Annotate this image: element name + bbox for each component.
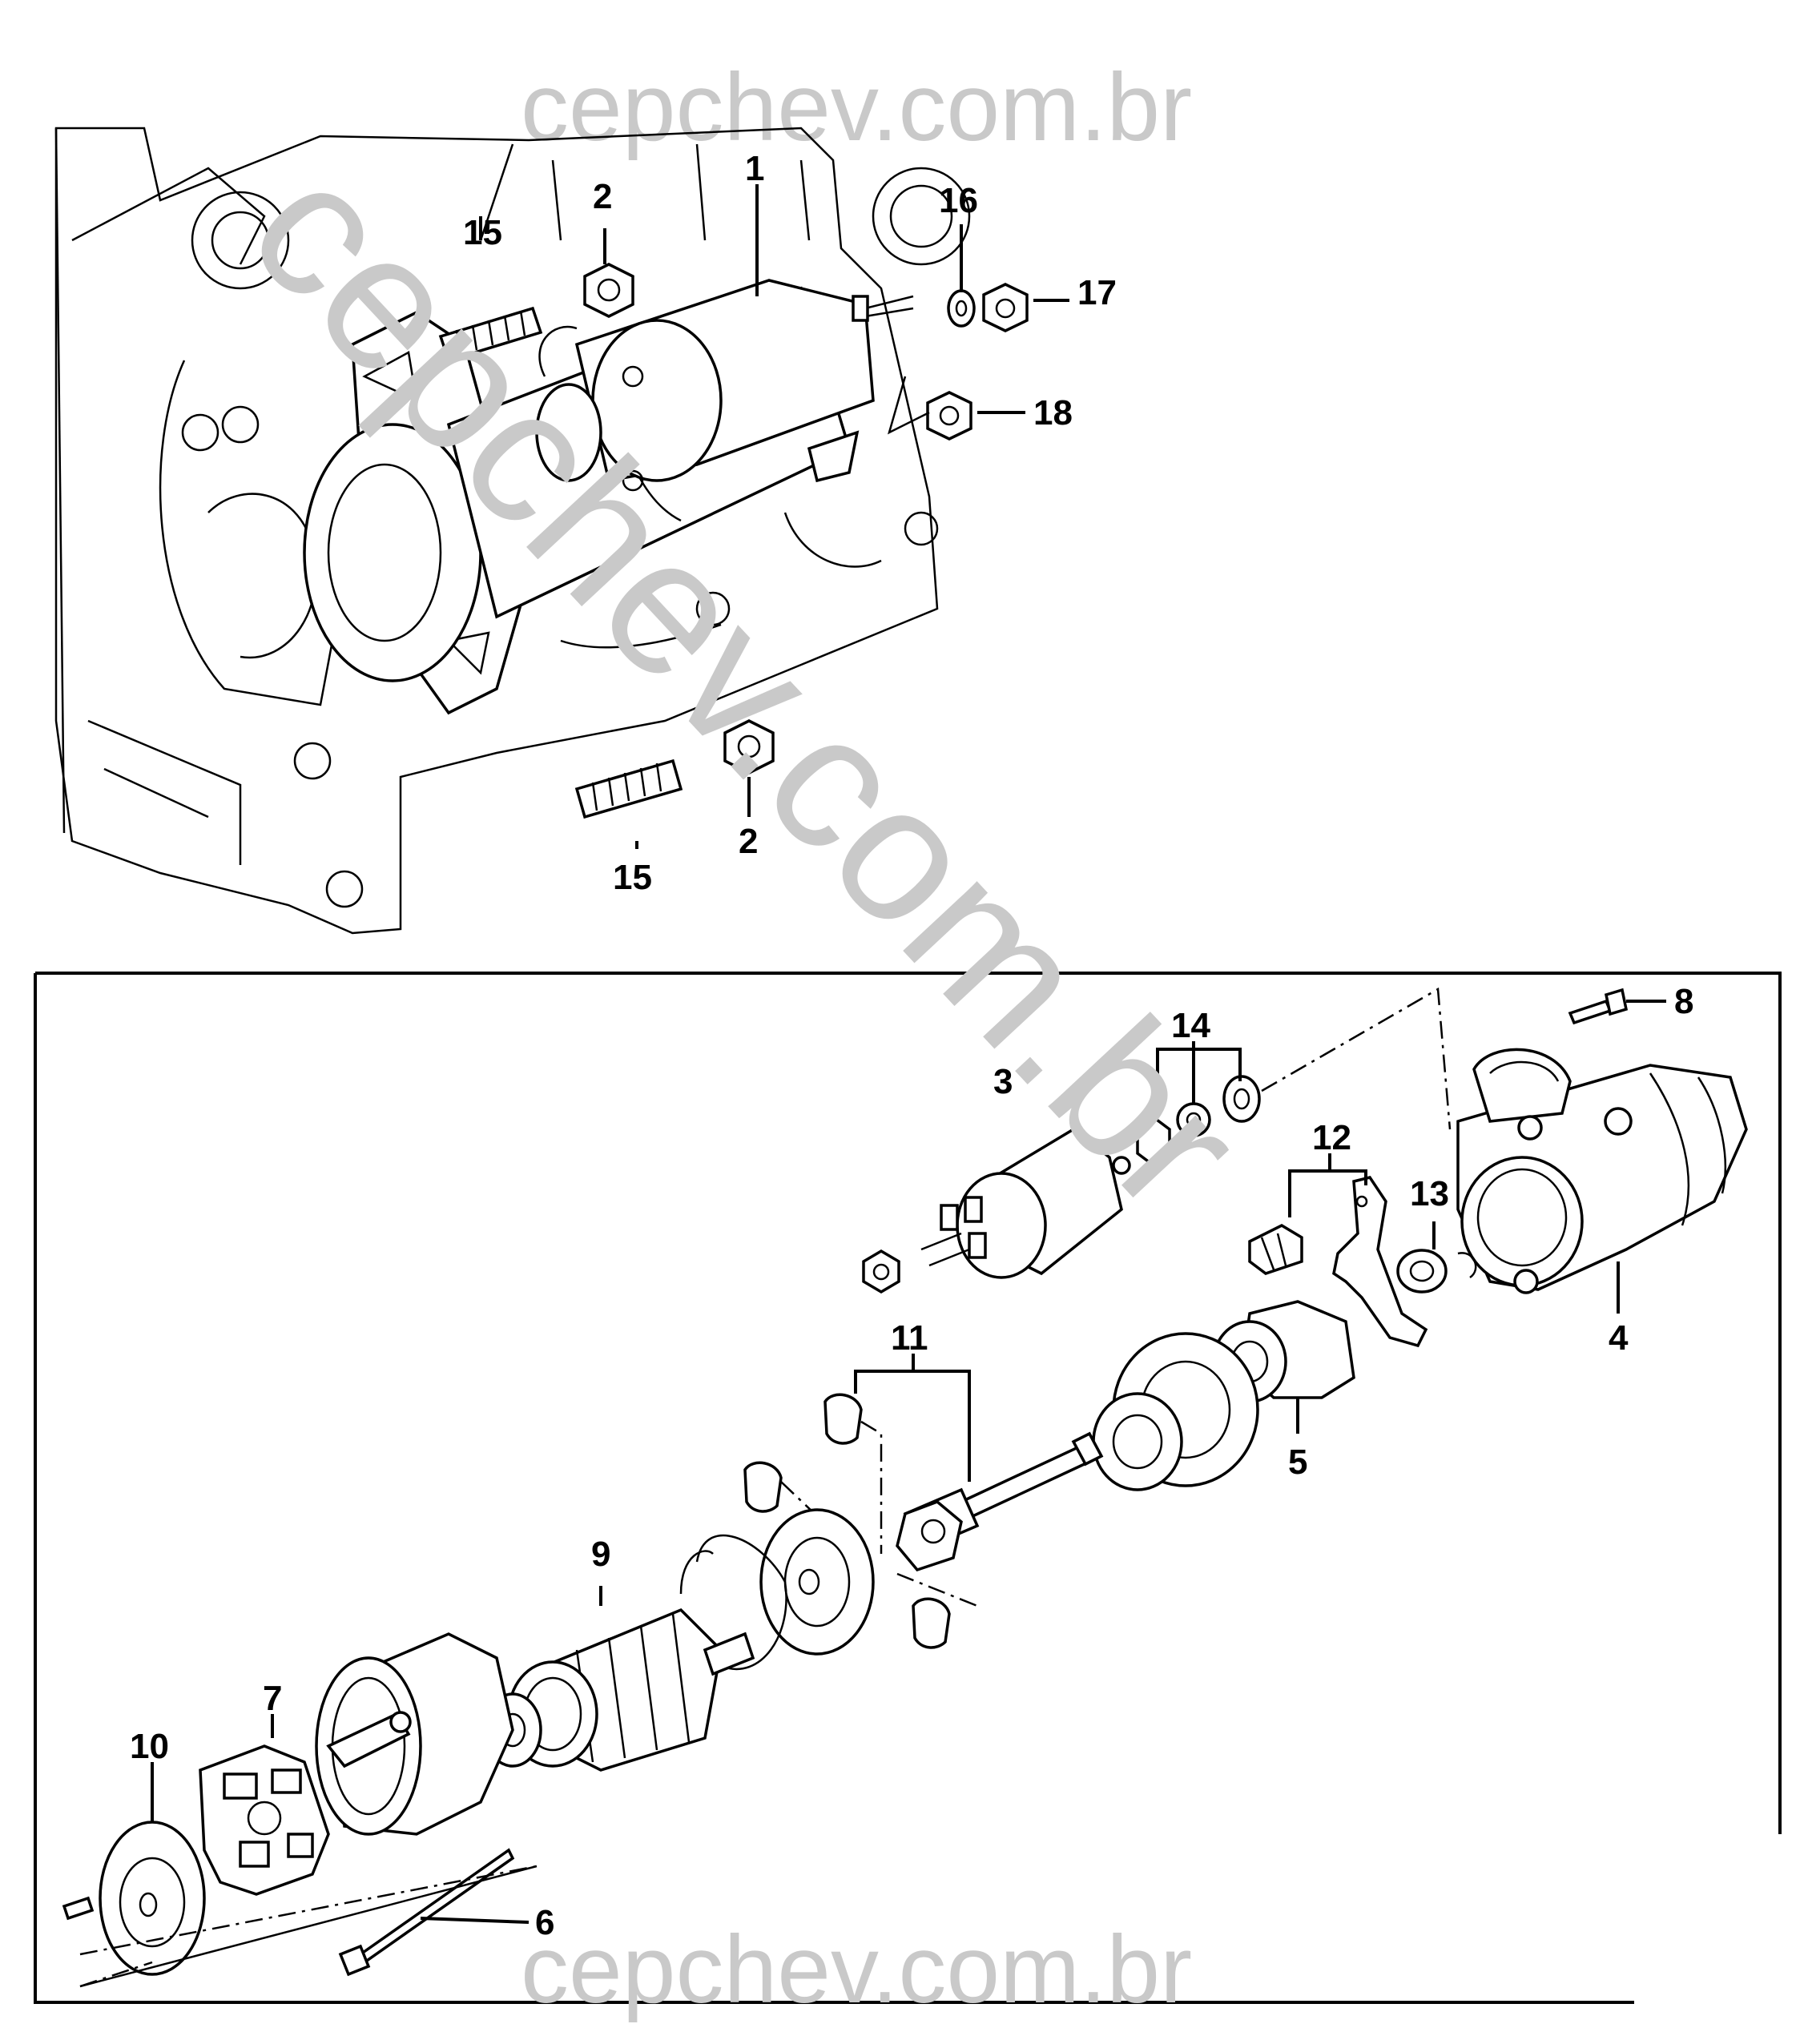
watermark-top: cepchev.com.br bbox=[521, 54, 1192, 161]
bolt-8 bbox=[1568, 988, 1666, 1025]
shaft-11 bbox=[743, 1354, 1104, 1649]
watermark-bottom: cepchev.com.br bbox=[521, 1916, 1192, 2023]
washer-16 bbox=[947, 289, 976, 328]
solenoid-3 bbox=[862, 1127, 1131, 1294]
callout-9: 9 bbox=[591, 1535, 610, 1574]
washers-14 bbox=[1136, 987, 1452, 1168]
exploded-view-frame bbox=[34, 972, 1782, 2004]
nut-18 bbox=[926, 391, 972, 441]
callout-2-lower: 2 bbox=[739, 822, 758, 861]
nut-2-upper bbox=[583, 263, 634, 318]
callout-18: 18 bbox=[1033, 393, 1073, 433]
callout-1: 1 bbox=[745, 149, 764, 188]
callout-15-lower: 15 bbox=[613, 858, 652, 897]
clutch-ring bbox=[1092, 1332, 1259, 1491]
callout-5: 5 bbox=[1288, 1442, 1307, 1482]
callout-6: 6 bbox=[535, 1903, 554, 1942]
callout-4: 4 bbox=[1609, 1318, 1629, 1358]
callout-10: 10 bbox=[130, 1727, 169, 1766]
housing-4 bbox=[1456, 1048, 1748, 1314]
end-cover-10 bbox=[62, 1762, 206, 1976]
callout-17: 17 bbox=[1077, 273, 1117, 312]
engine-block bbox=[54, 127, 971, 935]
callout-14: 14 bbox=[1171, 1006, 1210, 1045]
callout-16: 16 bbox=[939, 181, 978, 220]
callout-11: 11 bbox=[891, 1318, 928, 1358]
callout-12: 12 bbox=[1312, 1118, 1351, 1157]
callout-2-upper: 2 bbox=[593, 177, 612, 216]
callout-15-upper: 15 bbox=[463, 213, 502, 252]
stud-15-lower bbox=[574, 758, 683, 819]
callout-7: 7 bbox=[263, 1679, 282, 1718]
bushing-13 bbox=[1396, 1221, 1477, 1294]
gear-housing bbox=[679, 1508, 875, 1671]
armature-9 bbox=[483, 1586, 755, 1772]
stud-15-upper bbox=[438, 306, 543, 363]
starter-motor-assembly bbox=[303, 279, 914, 715]
lever-12 bbox=[1248, 1153, 1428, 1348]
callout-13: 13 bbox=[1410, 1174, 1449, 1213]
leader-lines-upper bbox=[479, 184, 1069, 849]
brush-holder-7 bbox=[199, 1714, 330, 1896]
nut-17 bbox=[982, 283, 1029, 332]
through-bolt-6 bbox=[79, 1848, 538, 1988]
nut-2-lower bbox=[723, 719, 775, 775]
callout-3: 3 bbox=[993, 1062, 1013, 1101]
callout-8: 8 bbox=[1674, 982, 1693, 1021]
yoke-frame bbox=[315, 1632, 514, 1836]
